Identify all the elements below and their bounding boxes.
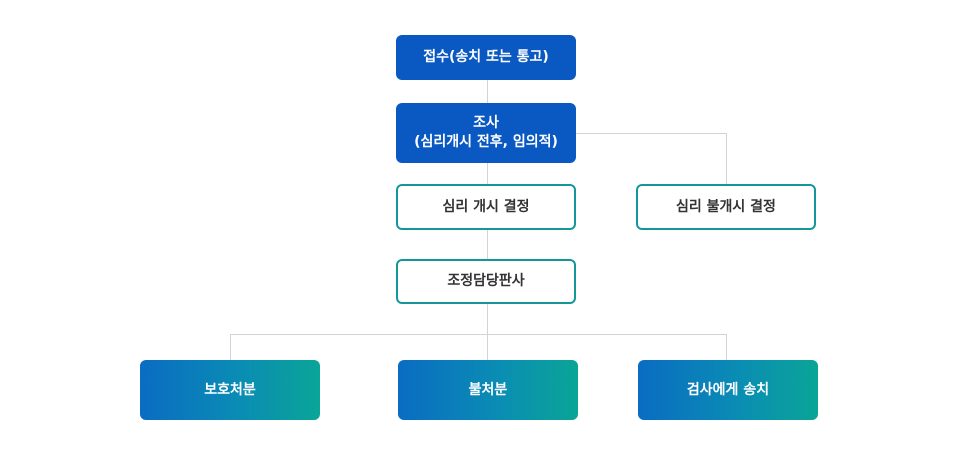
connector-start-judge [487, 230, 488, 260]
connector-to-prosecutor [726, 334, 727, 360]
connector-to-protective [230, 334, 231, 360]
protective-disposition-box: 보호처분 [140, 360, 320, 420]
send-to-prosecutor-box: 검사에게 송치 [638, 360, 818, 420]
protective-disposition-label: 보호처분 [204, 381, 256, 398]
connector-receipt-investigation [487, 80, 488, 103]
hearing-start-box: 심리 개시 결정 [396, 184, 576, 230]
hearing-start-label: 심리 개시 결정 [442, 198, 530, 215]
hearing-no-start-label: 심리 불개시 결정 [676, 198, 776, 215]
send-to-prosecutor-label: 검사에게 송치 [686, 381, 770, 398]
connector-to-no-start [726, 133, 727, 185]
connector-branch-horizontal [230, 334, 727, 335]
investigation-subtitle: (심리개시 전후, 임의적) [414, 134, 558, 150]
no-disposition-label: 불처분 [468, 381, 508, 398]
connector-investigation-right [576, 133, 727, 134]
investigation-box: 조사 (심리개시 전후, 임의적) [396, 103, 576, 163]
hearing-no-start-box: 심리 불개시 결정 [636, 184, 816, 230]
connector-investigation-start [487, 163, 488, 185]
receipt-box: 접수(송치 또는 통고) [396, 35, 576, 80]
investigation-title: 조사 [473, 115, 499, 131]
receipt-label: 접수(송치 또는 통고) [423, 49, 549, 65]
connector-to-no-disposition [487, 334, 488, 360]
connector-judge-branch [487, 304, 488, 335]
judge-label: 조정담당판사 [447, 273, 525, 289]
judge-box: 조정담당판사 [396, 259, 576, 304]
no-disposition-box: 불처분 [398, 360, 578, 420]
